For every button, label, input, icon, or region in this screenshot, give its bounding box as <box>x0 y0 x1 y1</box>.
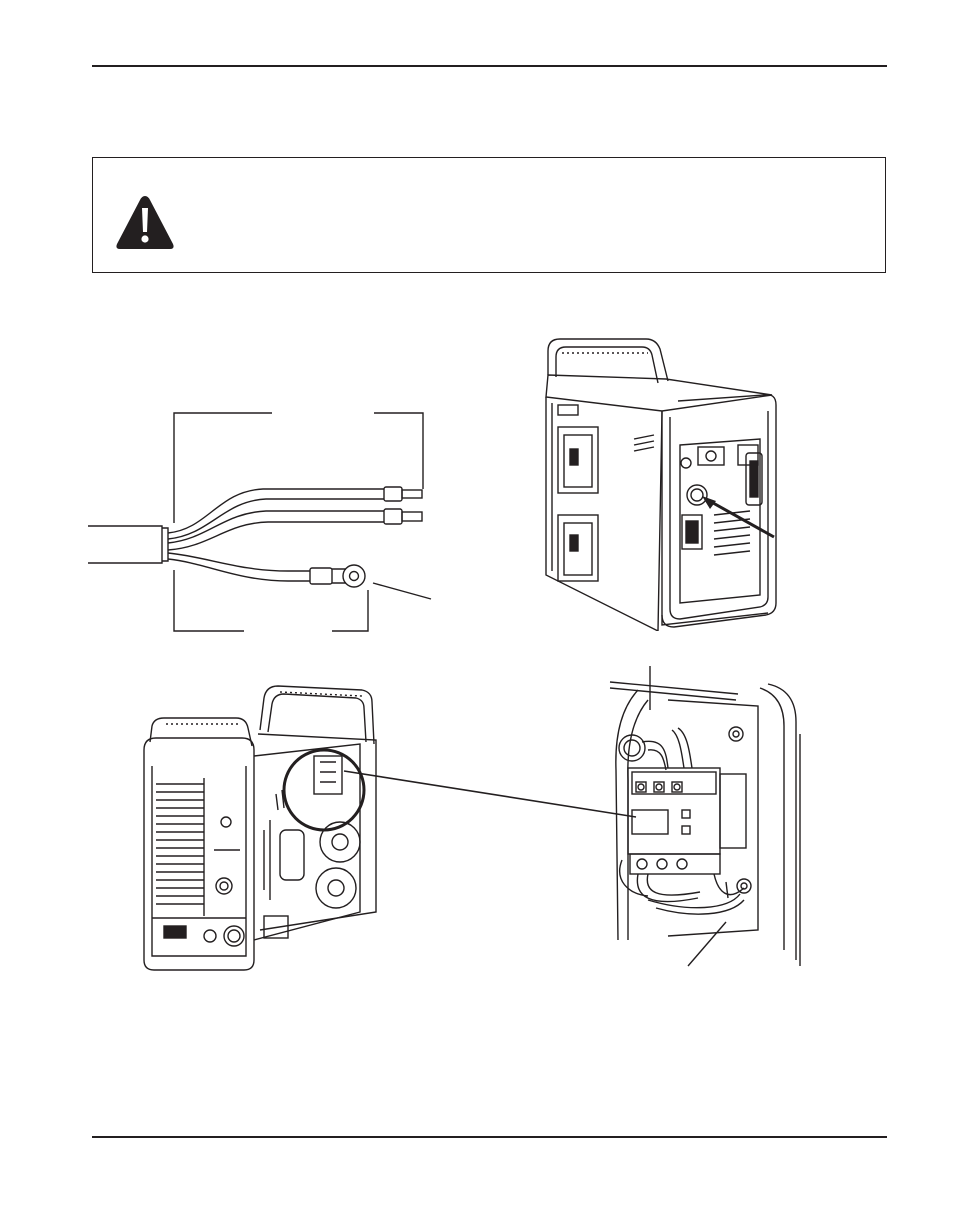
header-rule <box>92 65 887 67</box>
footer-rule <box>92 1136 887 1138</box>
plasma-cutter-rear-view-illustration <box>545 338 777 631</box>
warning-box <box>92 157 886 273</box>
warning-triangle-icon <box>116 196 174 249</box>
detail-leader-line <box>343 770 637 818</box>
power-switch-contactor-detail-illustration <box>609 666 801 967</box>
power-cord-wires-illustration <box>88 412 432 632</box>
plasma-cutter-open-side-view-illustration <box>143 685 377 971</box>
